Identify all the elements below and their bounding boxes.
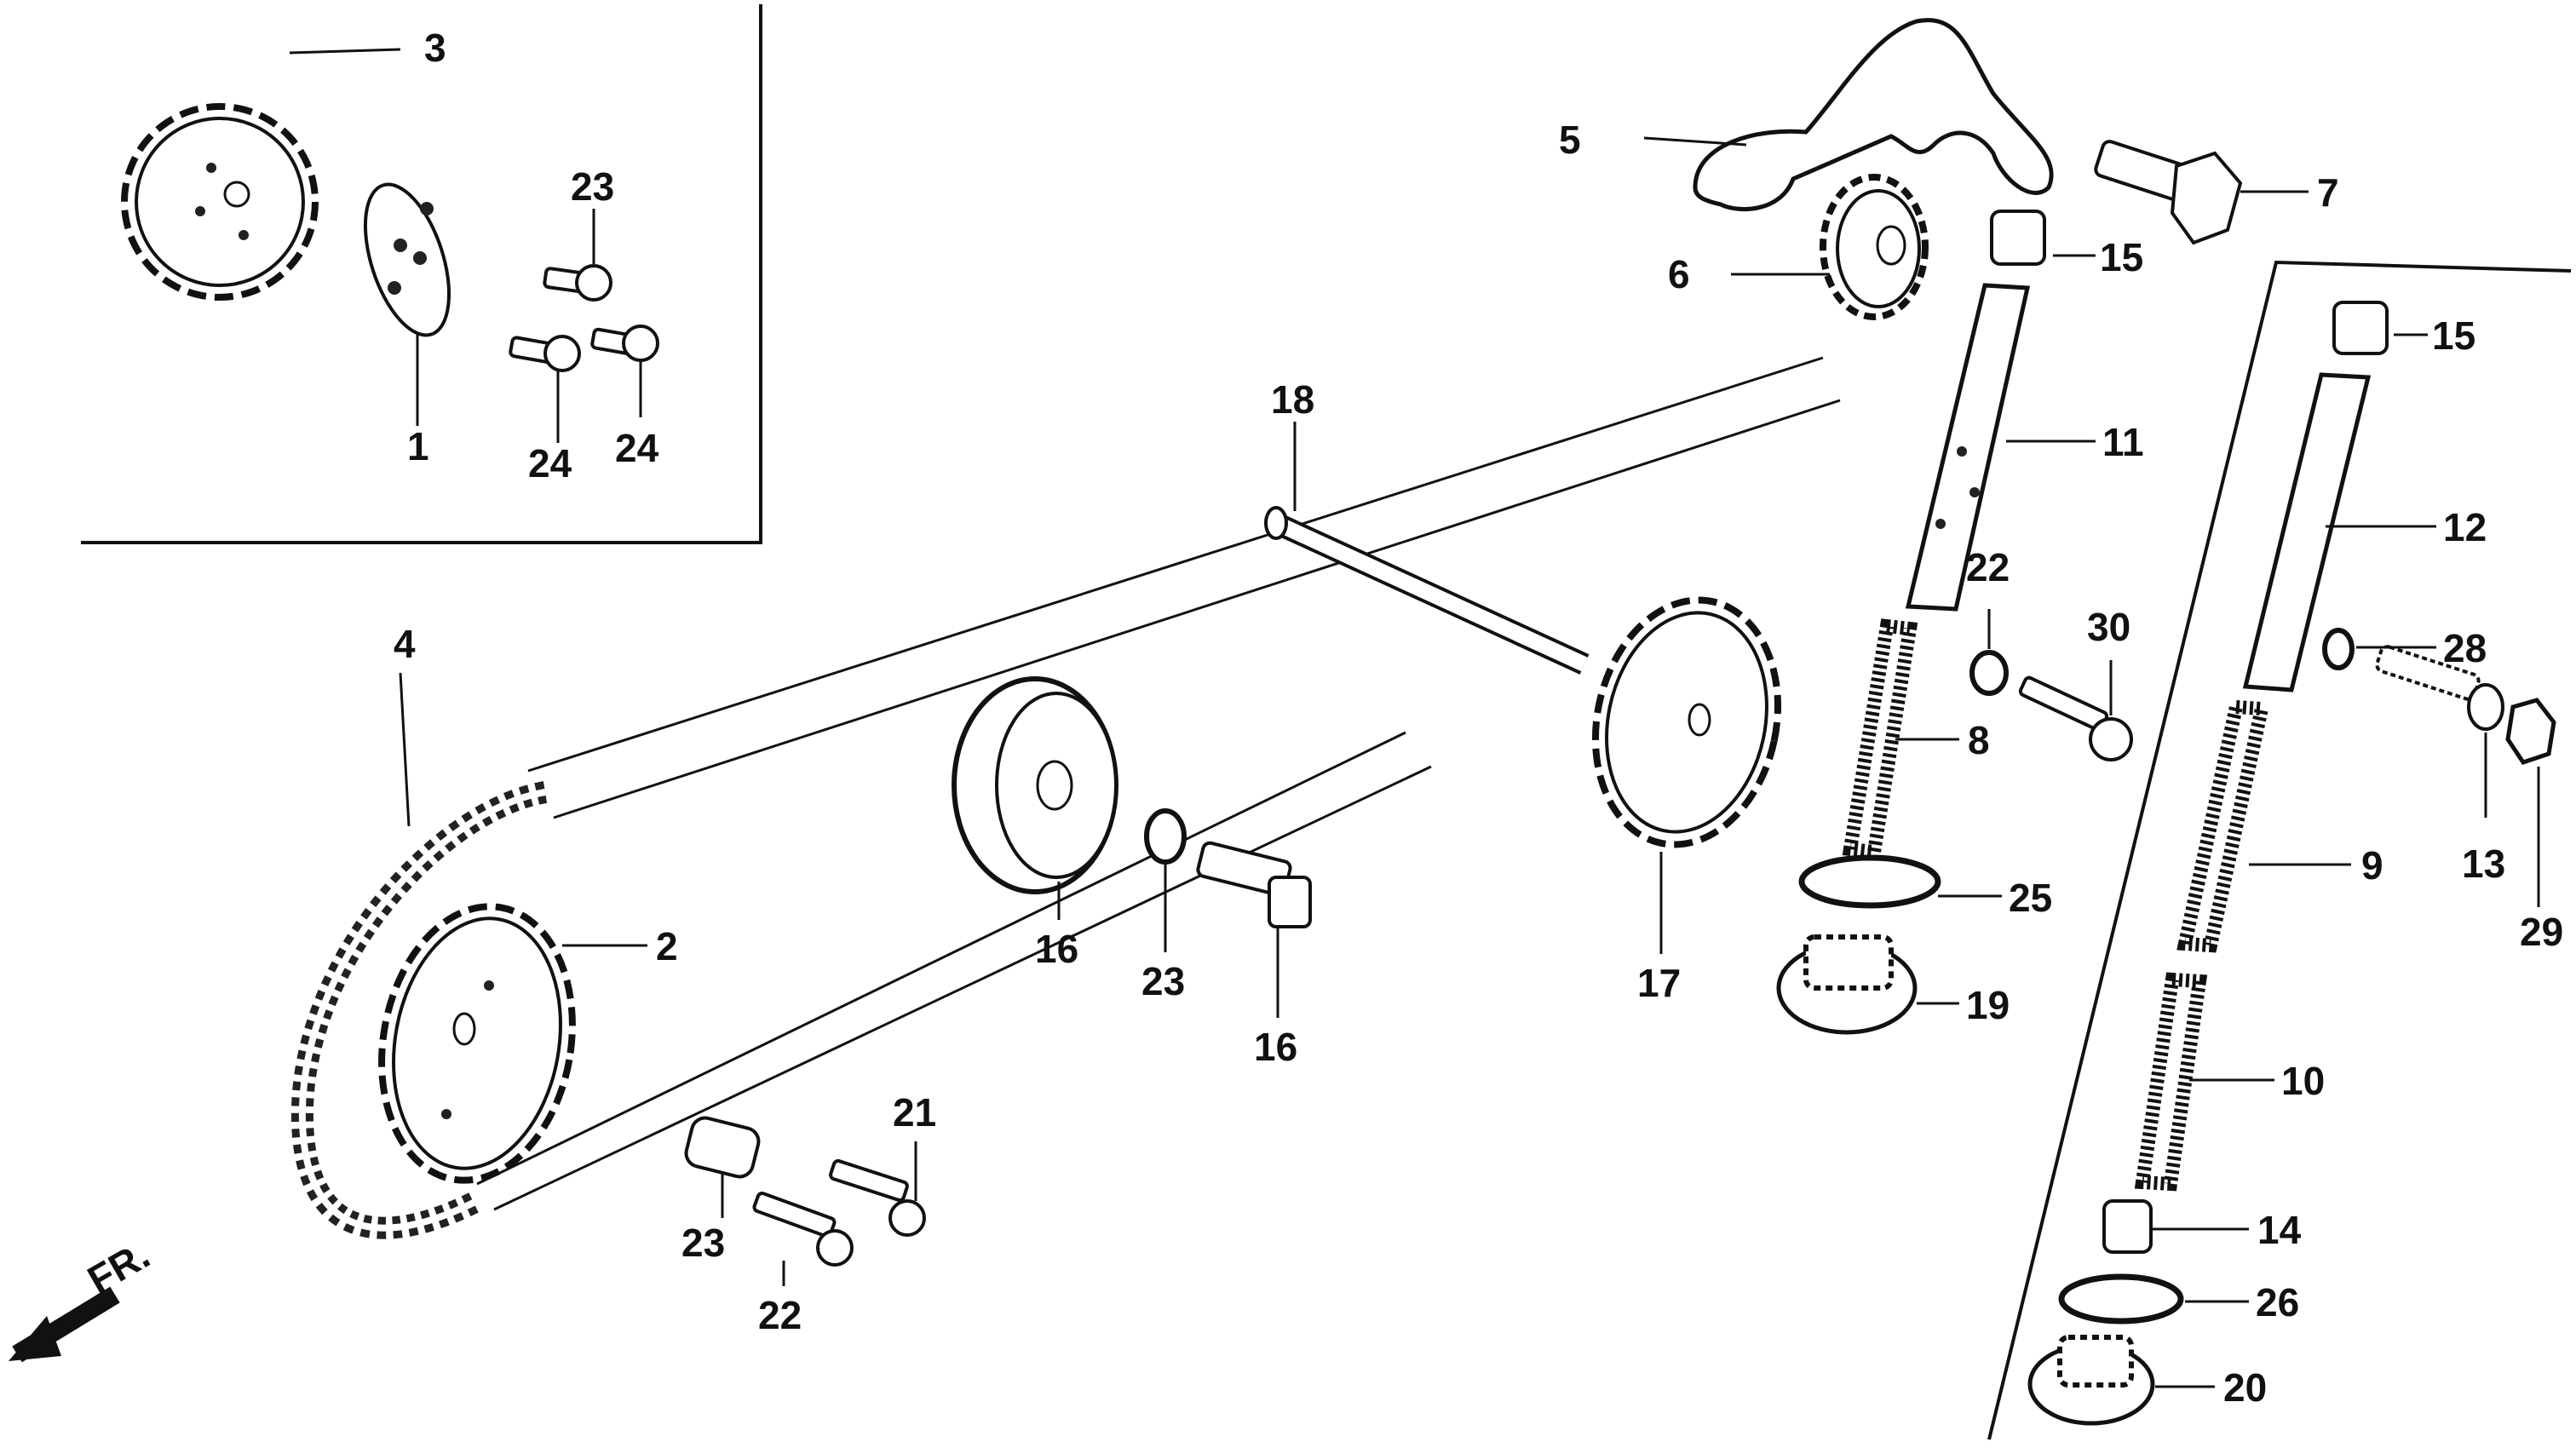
callout-26: 23 — [1141, 959, 1185, 1003]
bolt-part-23-a — [543, 264, 612, 302]
cap-part-15-b — [2332, 301, 2389, 355]
callout-24-b: 26 — [2256, 1280, 2299, 1324]
bolt-part-23-b — [509, 335, 581, 372]
callout-12: 12 — [2443, 505, 2487, 549]
callout-17: 16 — [1254, 1025, 1297, 1069]
sprocket-part-18 — [1591, 596, 1782, 848]
callout-18: 17 — [1637, 961, 1681, 1005]
spring-part-8 — [1842, 618, 1918, 859]
cap-part-15-a — [1990, 210, 2046, 266]
callout-19: 18 — [1271, 377, 1314, 422]
plug-part-20 — [1776, 934, 1918, 1035]
callout-3: 3 — [424, 26, 446, 70]
roller-part-16 — [952, 676, 1118, 894]
bolt-part-22-a — [829, 1158, 926, 1237]
inset-frame — [81, 4, 762, 544]
callout-22-b: 22 — [758, 1293, 802, 1337]
callout-15-b: 15 — [2432, 313, 2475, 358]
plate-part-1 — [363, 182, 451, 337]
callout-30: 30 — [2087, 605, 2130, 649]
callouts: 3 1 23 24 24 4 2 5 6 7 15 15 11 12 8 22 … — [394, 26, 2563, 1410]
callout-6: 6 — [1668, 252, 1690, 296]
bolt-part-23-c — [590, 325, 659, 362]
spring-part-10 — [2134, 972, 2208, 1192]
callout-15-a: 15 — [2100, 235, 2143, 279]
callout-25: 22 — [1966, 545, 2010, 589]
chain-part-4 — [290, 356, 1841, 1239]
sprocket-part-2 — [378, 903, 576, 1184]
callout-2: 2 — [656, 924, 678, 968]
tube-hole — [1957, 446, 1967, 457]
front-arrow-label: FR. — [80, 1233, 157, 1302]
leader-lines — [289, 48, 2540, 1388]
callout-16: 16 — [1035, 927, 1078, 971]
callout-14: 14 — [2257, 1208, 2302, 1252]
cap-part-14 — [2102, 1199, 2153, 1254]
callout-24-a: 25 — [2009, 876, 2052, 920]
bolt-part-13 — [2375, 645, 2504, 731]
callout-29: 29 — [2520, 910, 2563, 954]
callout-11: 11 — [2102, 420, 2144, 464]
callout-7: 7 — [2317, 170, 2339, 215]
plug-part-21 — [2027, 1335, 2155, 1426]
bracket-part-5 — [1693, 18, 2054, 211]
washer-part-25 — [1969, 650, 2009, 696]
callout-20: 19 — [1966, 983, 2010, 1027]
washer-part-24-a — [1798, 854, 1941, 909]
washer-part-26 — [1144, 808, 1187, 865]
callout-4: 4 — [394, 622, 416, 666]
front-direction-arrow: FR. — [9, 1233, 157, 1363]
oring-part-28 — [2322, 628, 2355, 670]
callout-22-a: 21 — [893, 1090, 936, 1135]
callout-27: 23 — [681, 1221, 725, 1265]
spring-part-9 — [2176, 699, 2270, 953]
callout-9: 9 — [2361, 843, 2383, 888]
bolt-part-22-b — [752, 1191, 854, 1267]
callout-23-c: 24 — [615, 426, 659, 470]
tube-hole — [1935, 519, 1946, 529]
callout-10: 10 — [2281, 1059, 2325, 1103]
bolt-part-7 — [2094, 140, 2243, 245]
shaft-part-19 — [1264, 506, 1590, 675]
sprocket-part-3 — [121, 103, 319, 301]
callout-5: 5 — [1559, 118, 1581, 162]
bolt-part-17 — [1196, 841, 1312, 928]
callout-21: 20 — [2223, 1365, 2267, 1410]
bolt-part-30 — [2018, 675, 2133, 761]
callout-23-b: 24 — [528, 441, 572, 486]
callout-1: 1 — [407, 424, 429, 468]
callout-13: 13 — [2462, 842, 2505, 886]
panel-divider — [1987, 260, 2572, 1440]
collar-part-27 — [684, 1116, 761, 1179]
tube-hole — [1969, 487, 1980, 497]
sprocket-part-6 — [1820, 174, 1929, 320]
tube-part-12 — [2242, 372, 2372, 692]
washer-part-24-b — [2058, 1273, 2184, 1324]
callout-8: 8 — [1968, 718, 1990, 762]
callout-23-a: 23 — [571, 164, 614, 209]
nut-part-29 — [2505, 698, 2556, 765]
callout-28: 28 — [2443, 626, 2487, 670]
